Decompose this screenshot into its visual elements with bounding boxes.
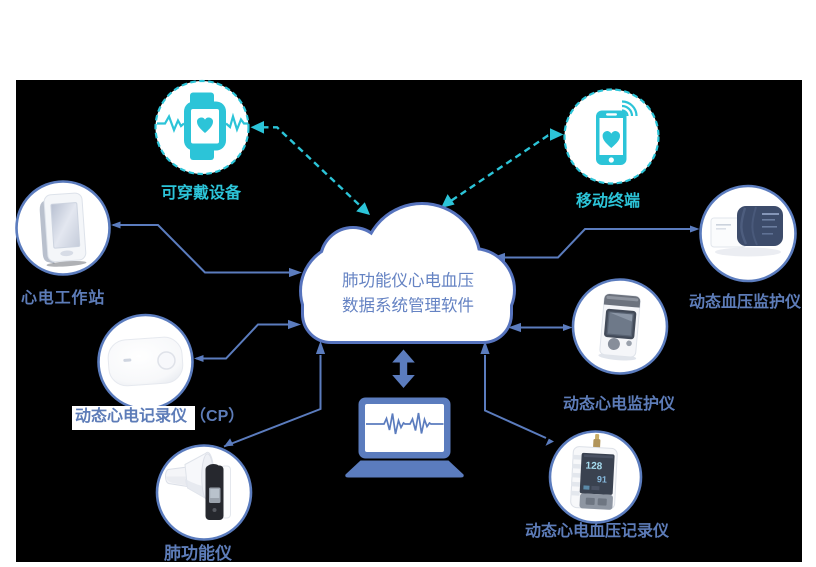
arrow-spirometer-cloud	[223, 341, 326, 448]
holter-recorder-label-main: 动态心电记录仪	[72, 406, 196, 430]
arrow-laptop-cloud	[392, 349, 415, 388]
ecg-workstation-label: 心电工作站	[21, 289, 106, 307]
cloud-body	[302, 205, 513, 341]
cloud-hub	[299, 202, 516, 344]
ecg-monitor-label: 动态心电监护仪	[563, 396, 676, 413]
recorder-systolic-value: 128	[585, 460, 603, 472]
bp-ecg-recorder-device: 128 91	[570, 434, 618, 510]
smartwatch-icon	[157, 92, 248, 160]
arrow-mobile-cloud	[441, 128, 564, 208]
wearable-label: 可穿戴设备	[161, 185, 242, 202]
holter-recorder-device	[107, 336, 184, 387]
arrow-bpmonitor-cloud	[492, 225, 700, 263]
mobile-label: 移动终端	[576, 193, 641, 210]
bp-ecg-recorder-label: 动态心电血压记录仪	[525, 523, 670, 540]
arrow-wearable-cloud	[250, 121, 370, 215]
bp-cuff-device	[710, 206, 783, 257]
spirometer-label: 肺功能仪	[164, 544, 232, 563]
arrow-workstation-cloud	[111, 221, 302, 278]
cloud-title-line2: 数据系统管理软件	[342, 296, 474, 315]
bp-monitor-label: 动态血压监护仪	[689, 293, 802, 311]
holter-recorder-label: 动态心电记录仪（CP）	[72, 406, 245, 430]
recorder-vents	[570, 454, 582, 496]
arrow-bprecorder-cloud	[480, 341, 554, 446]
wifi-waves-icon	[620, 100, 638, 118]
ecg-monitor-device	[598, 293, 641, 361]
arrow-holter-cloud	[194, 319, 301, 362]
smartphone-icon	[596, 100, 638, 165]
ecg-workstation-device	[39, 192, 87, 267]
laptop-ecg-icon	[345, 397, 464, 478]
arrow-ecgmonitor-cloud	[508, 322, 573, 333]
cloud-title-line1: 肺功能仪心电血压	[342, 271, 474, 290]
holter-recorder-label-suffix: （CP）	[190, 408, 245, 425]
recorder-diastolic-value: 91	[597, 474, 608, 485]
bp-cuff	[737, 206, 783, 246]
spirometer-device	[164, 451, 231, 520]
